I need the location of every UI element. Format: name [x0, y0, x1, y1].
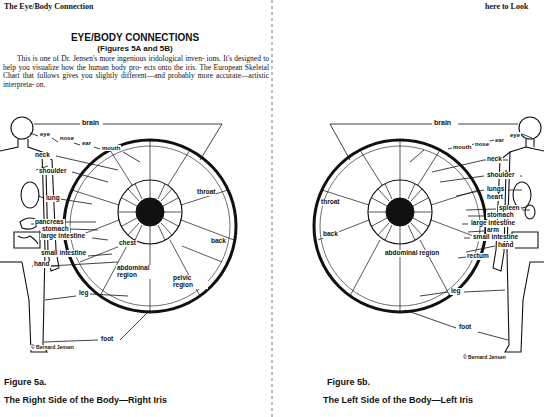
part-label: large intestine — [470, 220, 516, 227]
running-head: here to Look — [484, 3, 529, 11]
part-label: pancreas — [34, 219, 65, 226]
part-label: lungs — [486, 186, 505, 193]
part-label: foot — [100, 336, 114, 343]
part-label: small intestine — [40, 250, 87, 257]
part-label: brain — [81, 119, 100, 126]
subheading: (Figures 5A and 5B) — [96, 45, 173, 53]
part-label: neck — [34, 152, 51, 159]
part-label: leg — [78, 290, 89, 297]
iris-chart — [64, 140, 236, 312]
part-label: mouth — [101, 145, 121, 151]
part-label: nose — [474, 141, 490, 147]
part-label: rectum — [466, 253, 490, 260]
body-text: This is one of Dr. Jensen's more ingenio… — [2, 55, 270, 90]
part-label: large intestine — [40, 233, 86, 240]
part-label: ear — [81, 140, 92, 146]
part-label: eye — [39, 131, 51, 137]
running-head: The Eye/Body Connection — [3, 3, 94, 11]
leader-line — [30, 124, 222, 342]
part-label: brain — [433, 119, 452, 126]
figure-number: Figure 5b. — [326, 378, 371, 387]
copyright: © Bernard Jensen — [30, 345, 75, 350]
region-label: back — [210, 238, 227, 245]
region-label: back — [322, 231, 339, 238]
region-label: throat — [196, 189, 216, 196]
part-label: stomach — [41, 226, 70, 233]
part-label: shoulder — [486, 172, 515, 179]
part-label: stomach — [486, 212, 515, 219]
part-label: shoulder — [38, 168, 67, 175]
part-label: mouth — [452, 144, 472, 150]
heading: EYE/BODY CONNECTIONS — [70, 33, 200, 44]
part-label: arm — [486, 227, 500, 234]
part-label: hand — [497, 242, 515, 249]
part-label: eye — [509, 132, 521, 138]
region-label: throat — [320, 199, 340, 206]
region-label: abdominal region — [116, 265, 158, 279]
figure-caption: The Right Side of the Body—Right Iris — [3, 396, 168, 405]
part-label: heart — [486, 194, 504, 201]
region-label: abdominal region — [384, 250, 440, 257]
figure-number: Figure 5a. — [3, 378, 48, 387]
figure-caption: The Left Side of the Body—Left Iris — [322, 396, 474, 405]
leader-line — [330, 124, 532, 340]
part-label: ear — [494, 137, 505, 143]
part-label: foot — [458, 324, 472, 331]
part-label: lung — [45, 195, 61, 202]
part-label: neck — [486, 156, 503, 163]
region-label: pelvic region — [172, 275, 208, 289]
region-label: chest — [118, 240, 137, 247]
part-label: leg — [450, 288, 461, 295]
page-gutter — [272, 0, 273, 417]
copyright: © Bernard Jensen — [462, 355, 507, 360]
part-label: spleen — [498, 205, 521, 212]
part-label: hand — [33, 261, 51, 268]
part-label: small intestine — [472, 234, 519, 241]
part-label: nose — [59, 135, 75, 141]
